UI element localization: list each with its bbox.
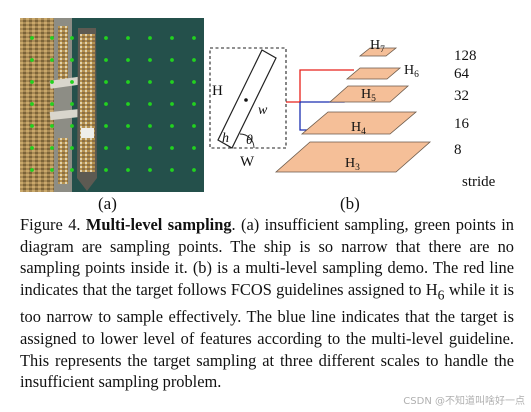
- pyramid-level-h3: [274, 141, 432, 173]
- pyramid-level-h5-stride: 32: [454, 88, 469, 104]
- pyramid-level-h3-label: H3: [345, 156, 360, 173]
- figure-caption: Figure 4. Multi-level sampling. (a) insu…: [20, 214, 514, 393]
- pyramid-level-h6-stride: 64: [454, 66, 470, 82]
- pyramid-level-h4-stride: 16: [454, 116, 470, 132]
- sampling-points: [30, 36, 196, 172]
- rotated-w-label: w: [258, 103, 268, 118]
- pyramid-level-h4-label: H4: [351, 120, 366, 137]
- red-connector-line: [286, 69, 354, 103]
- aerial-image: [20, 18, 204, 192]
- pyramid-level-h4: [300, 111, 418, 135]
- panel-a-label: (a): [98, 194, 117, 213]
- caption-prefix: Figure 4.: [20, 215, 86, 234]
- rotated-h-label: h: [222, 131, 229, 146]
- pyramid-level-h5: [328, 85, 410, 103]
- watermark: CSDN @不知道叫啥好一点: [403, 396, 525, 407]
- caption-text-2: while it is too narrow to sample effecti…: [20, 280, 515, 392]
- angle-arc: [239, 133, 255, 149]
- panel-b-label: (b): [340, 194, 360, 213]
- box-height-label: H: [212, 83, 223, 99]
- pyramid-level-h6-label: H6: [404, 63, 419, 80]
- box-width-label: W: [240, 154, 255, 170]
- angle-label: θ: [246, 133, 253, 148]
- pyramid-level-h7-label: H7: [370, 38, 385, 55]
- box-center-point: [244, 98, 248, 102]
- caption-title: Multi-level sampling: [85, 215, 232, 234]
- pyramid-level-h6: [345, 67, 402, 80]
- pyramid-level-h5-label: H5: [361, 87, 376, 104]
- pyramid-level-h3-stride: 8: [454, 142, 462, 158]
- pyramid-level-h7: [358, 47, 398, 57]
- caption-text-1: . (a) insufficient sampling, green point…: [20, 215, 514, 300]
- rotated-box: [217, 49, 277, 149]
- caption-subscript: 6: [437, 287, 445, 303]
- pyramid-level-h7-stride: 128: [454, 48, 477, 64]
- stride-label: stride: [462, 174, 496, 190]
- aerial-image-graphic: [20, 18, 204, 192]
